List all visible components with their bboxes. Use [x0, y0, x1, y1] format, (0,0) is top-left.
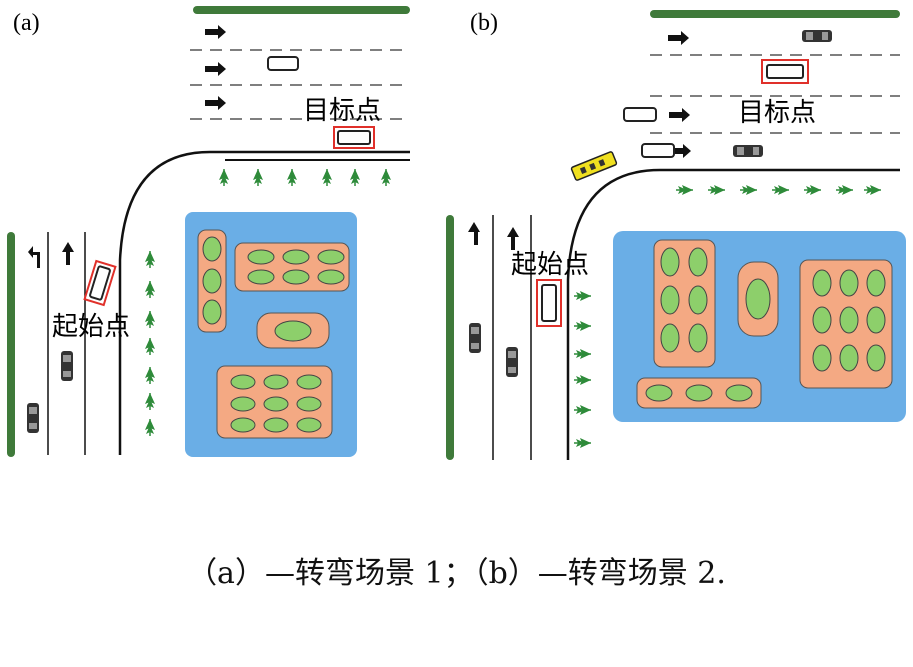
start-label-a: 起始点	[52, 312, 131, 342]
lane-markings-b	[650, 54, 900, 134]
turn-arrow-left-a	[28, 246, 40, 268]
start-label-b: 起始点	[511, 250, 590, 280]
panel-b	[446, 10, 906, 460]
hedge-top-b	[650, 10, 900, 18]
vehicle-b-car2	[733, 145, 763, 157]
straight-arrow-a	[62, 242, 74, 265]
start-vehicle-a	[83, 259, 117, 307]
goal-label-b: 目标点	[738, 98, 817, 128]
parking-lot-b	[613, 231, 906, 422]
vehicle-b-car3	[469, 323, 481, 353]
lane-arrow-a1	[205, 25, 226, 39]
goal-vehicle-b	[761, 59, 809, 84]
straight-arrow-b	[507, 227, 519, 250]
panel-b-label: (b)	[470, 10, 498, 36]
vehicle-a-car1	[61, 351, 73, 381]
lane-arrow-b1	[668, 31, 689, 45]
vehicle-a-car2	[27, 403, 39, 433]
road-curve-b	[566, 168, 900, 460]
vertical-lanes-a	[47, 232, 86, 455]
lane-arrow-b2	[669, 108, 690, 122]
start-vehicle-b	[536, 279, 562, 327]
parking-lot-a	[185, 212, 357, 457]
school-bus-b	[570, 151, 618, 181]
panel-a-label: (a)	[13, 10, 40, 36]
hedge-left-b	[446, 215, 454, 460]
turn-arrow-left-b	[468, 222, 480, 245]
vehicle-b-car1	[802, 30, 832, 42]
vehicle-b-car4	[506, 347, 518, 377]
vertical-lanes-b	[492, 215, 532, 460]
goal-label-a: 目标点	[303, 96, 382, 126]
lane-markings-a	[190, 49, 410, 120]
vehicle-a-van	[267, 56, 299, 71]
hedge-top-a	[193, 6, 410, 14]
figure-caption: （a）—转弯场景 1；（b）—转弯场景 2.	[187, 556, 726, 591]
vehicle-b-van1	[623, 107, 657, 122]
lane-arrow-a2	[205, 62, 226, 76]
goal-vehicle-a	[333, 126, 375, 149]
lane-arrow-a3	[205, 96, 226, 110]
panel-a	[7, 6, 410, 457]
road-curve-a	[118, 150, 410, 455]
hedge-left-a	[7, 232, 15, 457]
vehicle-b-van2	[641, 143, 675, 158]
